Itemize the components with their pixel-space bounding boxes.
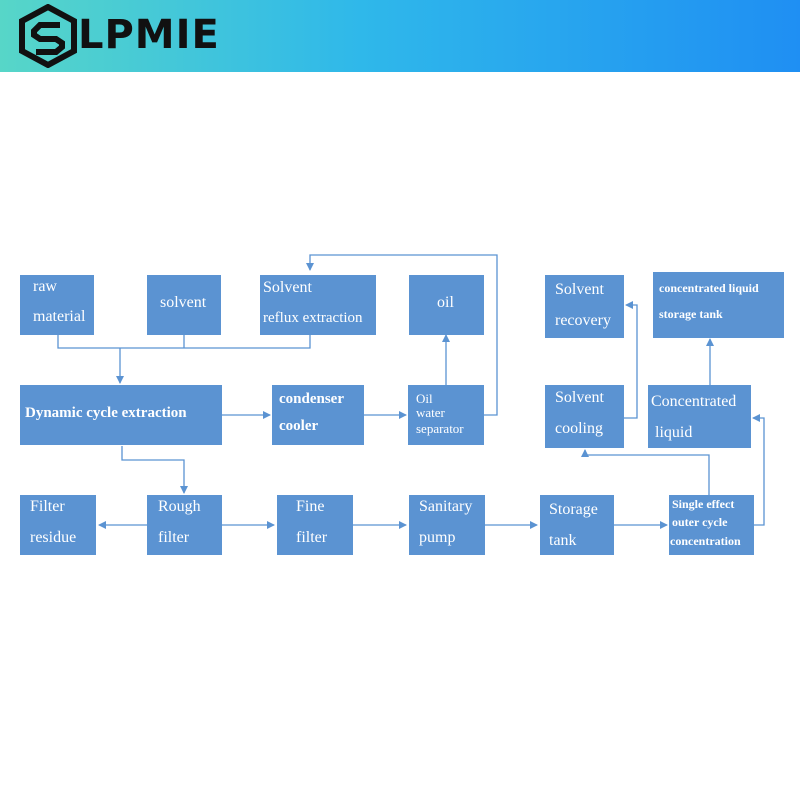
oil-water-separator-box: Oil water separator [408,385,484,445]
filter-residue-label-1: Filter [30,498,65,515]
dynamic-cycle-extraction-box: Dynamic cycle extraction [20,385,222,445]
concentrated-liquid-box: Concentrated liquid [648,385,751,448]
rough-filter-box: Rough filter [147,495,222,555]
arrow-single-to-concentrated [752,414,765,526]
concentrated-label-2: liquid [655,424,693,441]
solvent-label: solvent [160,294,207,311]
sanitary-pump-label-1: Sanitary [419,498,473,515]
rough-filter-label-2: filter [158,529,190,546]
brand-name: LPMIE [78,12,220,58]
solvent-box: solvent [147,275,221,335]
oil-box: oil [409,275,484,335]
solvent-cooling-label-1: Solvent [555,389,604,406]
arrow-single-to-cooling [581,449,710,495]
arrow-dynamic-to-rough [121,446,188,494]
separator-label-1: Oil [416,391,433,406]
single-effect-concentration-box: Single effect outer cycle concentration [669,495,754,555]
separator-label-3: separator [416,421,464,436]
raw-material-label-1: raw [33,278,57,295]
arrow-cooling-to-recovery [624,301,638,419]
solvent-reflux-label-1: Solvent [263,279,312,296]
dynamic-label: Dynamic cycle extraction [25,405,187,421]
hexagon-s-logo-icon [19,4,77,68]
condenser-label-2: cooler [279,418,319,434]
storage-tank-label-1: Storage [549,501,598,518]
concentrated-label-1: Concentrated [651,393,737,410]
single-effect-label-2: outer cycle [672,515,728,529]
rough-filter-label-1: Rough [158,498,201,515]
solvent-cooling-label-2: cooling [555,420,603,437]
filter-residue-label-2: residue [30,529,77,546]
sanitary-pump-box: Sanitary pump [409,495,485,555]
conc-storage-label-2: storage tank [659,307,723,321]
oil-label: oil [437,294,454,311]
raw-material-label-2: material [33,308,86,325]
raw-material-box: raw material [20,275,94,335]
condenser-label-1: condenser [279,391,344,407]
storage-tank-label-2: tank [549,532,577,549]
fine-filter-label-1: Fine [296,498,325,515]
fine-filter-box: Fine filter [277,495,353,555]
solvent-cooling-box: Solvent cooling [545,385,624,448]
separator-label-2: water [416,405,445,420]
single-effect-label-1: Single effect [672,497,735,511]
solvent-reflux-extraction-box: Solvent reflux extraction [260,275,376,335]
filter-residue-box: Filter residue [20,495,96,555]
fine-filter-label-2: filter [296,529,328,546]
conc-storage-label-1: concentrated liquid [659,281,759,295]
solvent-recovery-box: Solvent recovery [545,275,624,338]
single-effect-label-3: concentration [670,534,741,548]
storage-tank-box: Storage tank [540,495,614,555]
header-banner: LPMIE [0,0,800,72]
solvent-reflux-label-2: reflux extraction [263,310,363,326]
arrow-separator-to-reflux [306,254,498,416]
concentrated-storage-tank-box: concentrated liquid storage tank [653,272,784,338]
condenser-cooler-box: condenser cooler [272,385,364,445]
sanitary-pump-label-2: pump [419,529,456,546]
solvent-recovery-label-2: recovery [555,312,611,329]
solvent-recovery-label-1: Solvent [555,281,604,298]
